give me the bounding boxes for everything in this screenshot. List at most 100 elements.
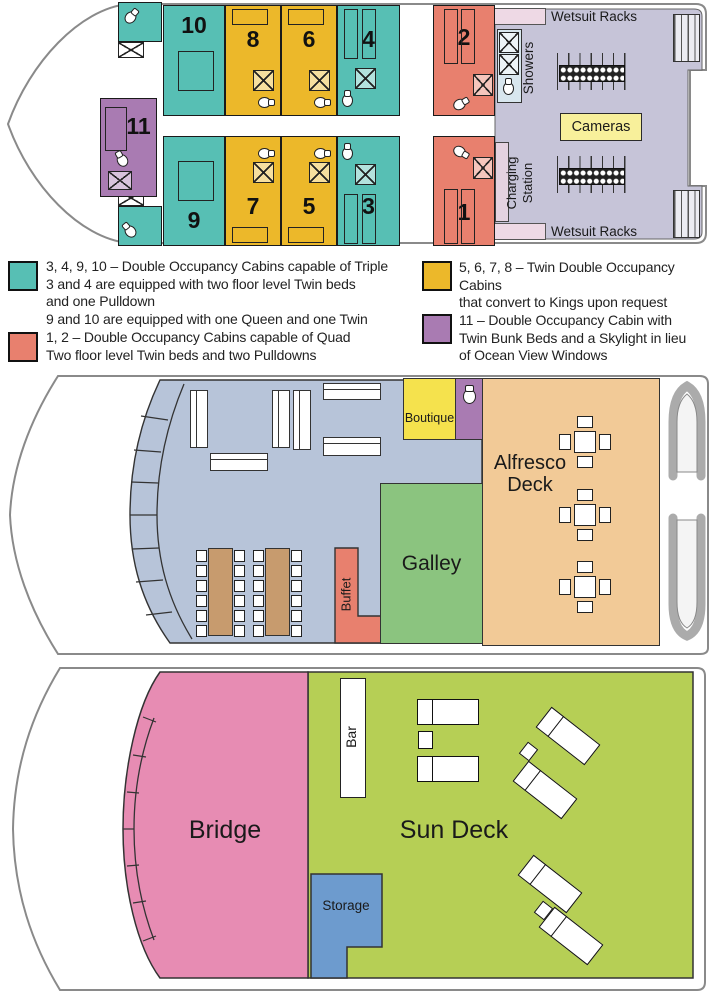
cabin-7: 7 (225, 136, 281, 246)
showers-room (497, 29, 522, 103)
cabin-8: 8 (225, 5, 281, 116)
wetsuit-racks-bottom-label: Wetsuit Racks (551, 224, 638, 239)
legend-swatch-purple (422, 314, 452, 344)
bridge-area (122, 671, 309, 979)
shared-bathroom (118, 2, 162, 42)
legend-swatch-yellow (422, 261, 452, 291)
alfresco-deck-label: Alfresco Deck (493, 452, 567, 496)
charging-station (495, 142, 509, 222)
bed-icon (444, 9, 458, 64)
bed-icon (344, 9, 358, 59)
cabin-number: 11 (126, 113, 151, 139)
alfresco-deck-area (482, 378, 660, 646)
shower-icon (499, 32, 519, 53)
legend-text-teal: 3, 4, 9, 10 – Double Occupancy Cabins ca… (46, 258, 388, 327)
dining-table (265, 548, 290, 636)
wetsuit-racks-top-label: Wetsuit Racks (551, 9, 638, 24)
shower-icon (355, 164, 376, 185)
shower-icon (309, 162, 330, 183)
cabin-10: 10 (163, 5, 225, 116)
bar-label: Bar (343, 726, 359, 748)
sofa-icon (293, 390, 311, 450)
legend-text-salmon: 1, 2 – Double Occupancy Cabins capable o… (46, 329, 351, 363)
sofa-icon (323, 437, 381, 456)
charging-station-label: Charging Station (504, 156, 535, 210)
tank-rack-icon (559, 168, 625, 185)
storage-area (310, 873, 383, 979)
shower-icon (253, 162, 274, 183)
shower-icon (355, 68, 376, 89)
buffet-label: Buffet (338, 577, 354, 612)
cabin-11: 11 (100, 98, 157, 197)
sofa-icon (323, 383, 381, 400)
cabin-number: 9 (187, 207, 201, 233)
toilet-icon (503, 78, 514, 95)
sofa-icon (210, 453, 268, 471)
tank-rack-icon (559, 65, 625, 82)
shower-icon (253, 70, 274, 91)
bed-icon (362, 9, 376, 59)
bed-icon (444, 189, 458, 244)
shower-icon (473, 74, 493, 96)
sun-lounger-icon (417, 756, 479, 782)
cabin-number: 4 (362, 26, 375, 52)
cabin-number: 8 (246, 26, 260, 52)
tender-boat-icon (668, 513, 706, 641)
cabin-number: 3 (362, 193, 375, 219)
toilet-icon (258, 97, 271, 108)
toilet-icon (122, 8, 139, 27)
bed-icon (362, 194, 376, 244)
shared-bathroom (118, 206, 162, 246)
cabin-number: 6 (302, 26, 316, 52)
boutique-room: Boutique (403, 378, 456, 440)
shower-icon (473, 157, 493, 179)
toilet-icon (314, 97, 327, 108)
toilet-icon (451, 143, 468, 160)
cabin-number: 7 (246, 193, 260, 219)
bed-icon (288, 9, 324, 25)
bench-segment-lines (130, 415, 173, 616)
outdoor-table (574, 504, 596, 526)
shower-icon (118, 42, 144, 58)
galley-room: Galley (380, 483, 483, 644)
wetsuit-rack-top (492, 8, 546, 25)
cameras-label: Cameras (571, 119, 631, 135)
bar-counter (340, 678, 366, 798)
stairs-icon (673, 190, 700, 238)
bed-icon (105, 107, 127, 151)
toilet-icon (463, 385, 476, 404)
galley-label: Galley (401, 551, 462, 575)
cabin-6: 6 (281, 5, 337, 116)
toilet-icon (342, 143, 353, 160)
side-table-icon (418, 731, 433, 749)
toilet-icon (314, 148, 327, 159)
toilet-icon (114, 152, 131, 169)
stairs-icon (673, 14, 700, 62)
outdoor-table (574, 576, 596, 598)
shower-icon (108, 171, 132, 190)
shower-icon (499, 54, 519, 75)
cabin-3: 3 (337, 136, 400, 246)
cabin-1: 1 (433, 136, 495, 246)
bed-icon (288, 227, 324, 243)
cabin-9: 9 (163, 136, 225, 246)
dining-table (208, 548, 233, 636)
toilet-icon (342, 90, 353, 107)
boutique-label: Boutique (404, 411, 455, 425)
bridge-window-segments (123, 716, 157, 942)
shower-icon (309, 70, 330, 91)
storage-label: Storage (322, 898, 370, 913)
cameras-table: Cameras (560, 113, 642, 141)
outdoor-table (574, 431, 596, 453)
bridge-label: Bridge (188, 816, 262, 844)
toilet-icon (122, 222, 139, 241)
bed-icon (178, 161, 214, 201)
bed-icon (461, 9, 475, 64)
legend-text-purple: 11 – Double Occupancy Cabin with Twin Bu… (459, 312, 687, 363)
sun-deck-label: Sun Deck (399, 816, 509, 844)
bed-icon (178, 51, 214, 91)
cabin-number: 1 (457, 199, 471, 225)
restroom (455, 378, 483, 440)
legend-text-yellow: 5, 6, 7, 8 – Twin Double Occupancy Cabin… (459, 259, 675, 310)
